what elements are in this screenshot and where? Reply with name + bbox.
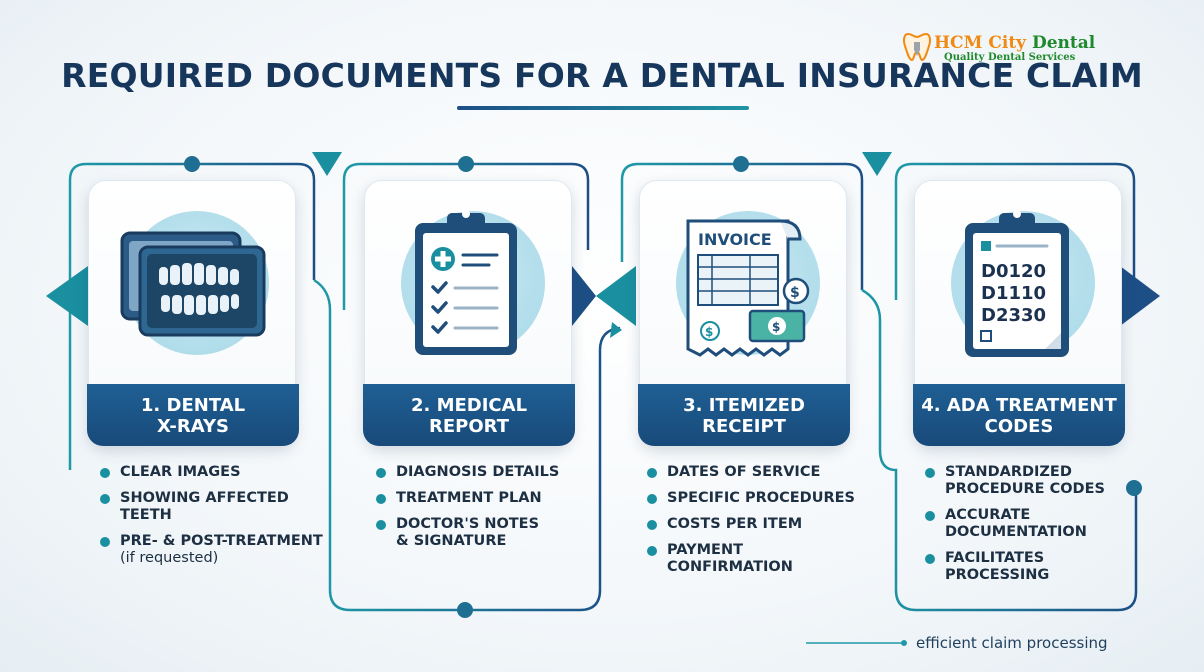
list-item: DATES OF SERVICE [647,464,855,481]
list-item: COSTS PER ITEM [647,516,855,533]
node-3 [733,156,749,172]
connector-5 [861,288,1138,612]
arrow-right-2 [1120,266,1160,326]
list-item: DIAGNOSIS DETAILS [376,464,559,481]
code-2: D1110 [981,283,1046,304]
arrow-small [610,322,622,338]
arrow-right-1 [572,266,596,326]
code-3: D2330 [981,305,1046,326]
clipboard-checklist-icon [415,210,517,355]
footer-caption: efficient claim processing [916,634,1108,652]
node-1 [184,156,200,172]
arrow-left-2 [596,266,636,326]
step-2-details: DIAGNOSIS DETAILS TREATMENT PLAN DOCTOR'… [376,464,559,559]
list-item: CLEAR IMAGES [100,464,323,481]
arrow-left-1 [46,266,88,326]
page-title: REQUIRED DOCUMENTS FOR A DENTAL INSURANC… [61,56,1143,95]
svg-text:$: $ [772,320,780,334]
dental-xray-icon [120,231,266,337]
list-item: SPECIFIC PROCEDURES [647,490,855,507]
title-underline [457,106,749,110]
connector-6 [894,162,1136,300]
logo-brand: HCM City Dental [934,33,1096,53]
logo-tagline: Quality Dental Services [944,52,1076,63]
step-card-1: 1. DENTAL X-RAYS [87,180,299,446]
arrow-down-2 [862,152,892,176]
invoice-title: INVOICE [698,230,772,249]
step-label-1: 1. DENTAL X-RAYS [87,384,299,446]
node-5 [1126,480,1142,496]
clipboard-codes-icon: D0120 D1110 D2330 [965,210,1069,357]
svg-text:$: $ [705,325,713,339]
invoice-icon: INVOICE $ $ $ [686,219,810,357]
step-3-details: DATES OF SERVICE SPECIFIC PROCEDURES COS… [647,464,855,585]
node-6 [901,640,907,646]
step-label-4: 4. ADA TREATMENT CODES [913,384,1125,446]
arrow-down-1 [312,152,342,176]
step-card-2: 2. MEDICAL REPORT [363,180,575,446]
step-card-3: INVOICE $ $ $ 3. ITEMIZED RECEIPT [638,180,850,446]
code-1: D0120 [981,261,1046,282]
tooth-logo-icon [903,32,931,62]
svg-text:$: $ [790,285,800,301]
list-item: PRE- & POST-TREATMENT(if requested) [100,533,323,567]
list-item: DOCTOR'S NOTES& SIGNATURE [376,516,559,550]
step-card-4: D0120 D1110 D2330 4. ADA TREATMENT CODES [913,180,1125,446]
step-label-2: 2. MEDICAL REPORT [363,384,575,446]
node-4 [457,602,473,618]
list-item: TREATMENT PLAN [376,490,559,507]
step-label-3: 3. ITEMIZED RECEIPT [638,384,850,446]
node-2 [458,156,474,172]
